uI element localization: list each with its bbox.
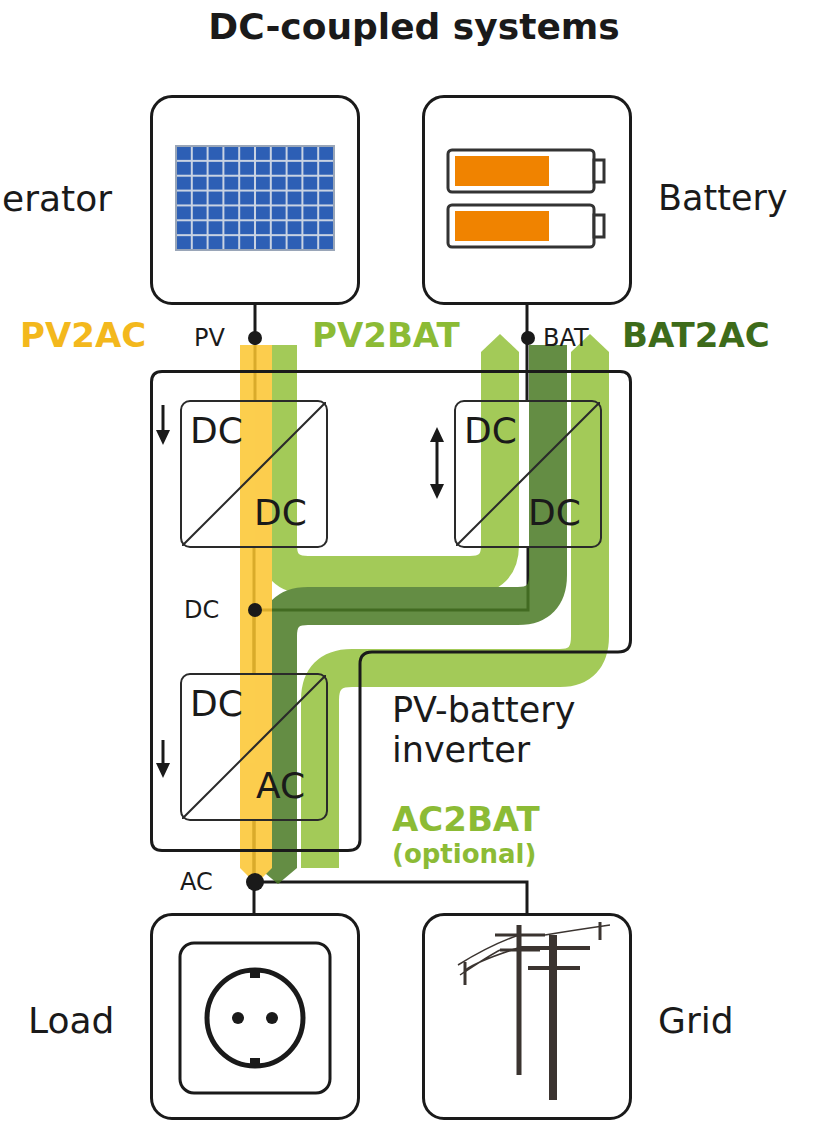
converter-output: DC [528, 492, 581, 533]
inverter-outline [152, 372, 631, 851]
flow-note: (optional) [392, 840, 536, 870]
generator-box: erator [150, 95, 360, 305]
converter-output: AC [256, 765, 305, 806]
flow-label: BAT2AC [622, 316, 770, 355]
converter-input: DC [464, 410, 517, 451]
socket-icon [180, 943, 330, 1093]
solar-panel [176, 146, 334, 250]
inverter-label: PV-battery inverter [392, 690, 628, 771]
terminal-label: PV [194, 325, 225, 353]
generator-label: erator [2, 178, 112, 219]
terminal-label: DC [184, 597, 219, 625]
flow-band [240, 334, 609, 884]
battery-icon [448, 150, 604, 247]
diagram-title: DC-coupled systems [0, 6, 828, 47]
flow-label: AC2BAT [392, 800, 540, 839]
dc-dc-converter: DC DC [180, 400, 328, 548]
flow-label: PV2AC [20, 316, 146, 355]
grid-box: Grid [422, 913, 632, 1120]
flow-label: PV2BAT [312, 316, 460, 355]
dc-ac-converter: DC AC [180, 673, 328, 821]
converter-input: DC [190, 410, 243, 451]
battery-box: Battery [422, 95, 632, 305]
solar-cells [176, 146, 334, 250]
wire-connector [526, 305, 529, 400]
load-label: Load [28, 1000, 114, 1041]
converter-output: DC [254, 492, 307, 533]
terminal-label: AC [180, 869, 213, 897]
load-box: Load [150, 913, 360, 1120]
converter-diagonal [456, 402, 600, 546]
inverter-housing: PV-battery inverter DC DC DC DC DC AC [150, 370, 632, 852]
power-pylon [458, 922, 610, 1100]
dc-dc-converter: DC DC [454, 400, 602, 548]
terminal-label: BAT [543, 325, 589, 353]
grid-label: Grid [658, 1000, 734, 1041]
converter-diagonal [182, 402, 326, 546]
converter-diagonal [182, 675, 326, 819]
battery-label: Battery [658, 178, 788, 218]
converter-input: DC [190, 683, 243, 724]
